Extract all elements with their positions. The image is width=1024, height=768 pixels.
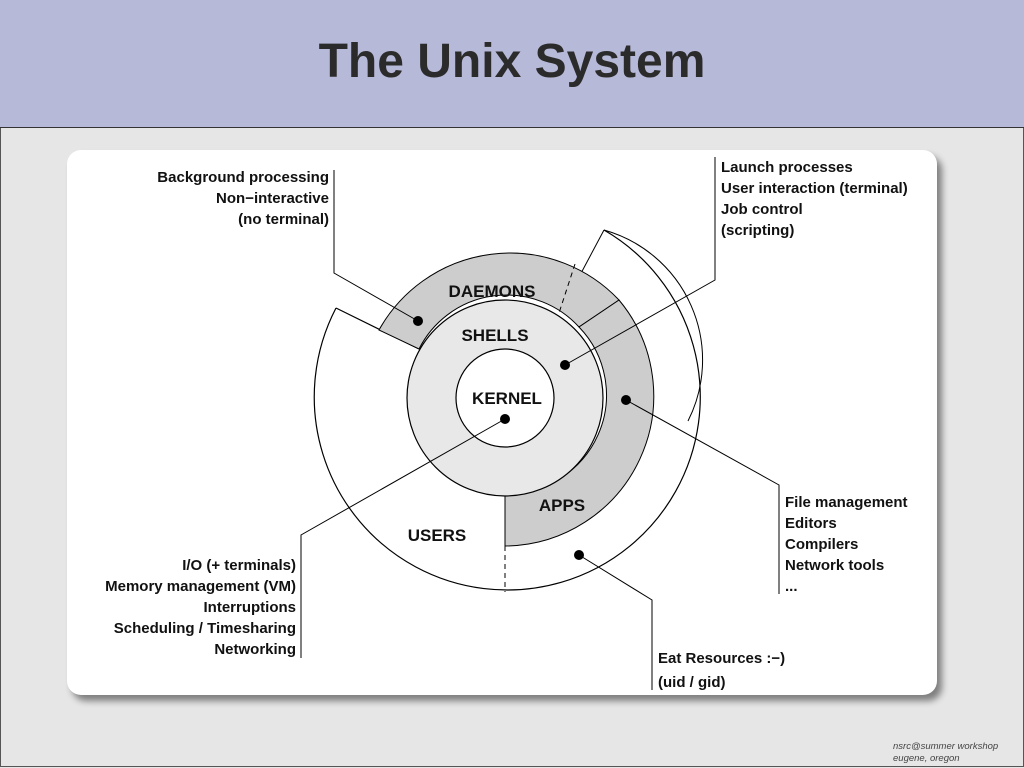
daemons-annotation: Background processing Non−interactive (n… <box>157 169 329 228</box>
daemons-note-line: (no terminal) <box>238 211 329 228</box>
shells-extension-arc <box>603 229 704 422</box>
apps-ring <box>504 299 655 547</box>
shells-annotation: Launch processes User interaction (termi… <box>721 159 908 239</box>
footer-line: eugene, oregon <box>893 753 960 764</box>
slide-header: The Unix System <box>0 0 1024 128</box>
users-annotation: Eat Resources :−) (uid / gid) <box>658 650 785 691</box>
shells-label: SHELLS <box>461 326 528 345</box>
users-label: USERS <box>408 526 467 545</box>
daemons-leader <box>333 170 419 322</box>
kernel-note-line: I/O (+ terminals) <box>182 557 296 574</box>
apps-note-line: Compilers <box>785 536 858 553</box>
slide-title: The Unix System <box>318 35 706 88</box>
kernel-note-line: Networking <box>214 641 296 658</box>
daemons-note-line: Background processing <box>157 169 329 186</box>
apps-label: APPS <box>539 496 585 515</box>
kernel-note-line: Memory management (VM) <box>105 578 296 595</box>
users-note-line: Eat Resources :−) <box>658 650 785 667</box>
kernel-note-line: Scheduling / Timesharing <box>114 620 296 637</box>
apps-note-line: Editors <box>785 515 837 532</box>
apps-note-line: ... <box>785 578 798 595</box>
shells-note-line: (scripting) <box>721 222 794 239</box>
kernel-core <box>455 348 555 448</box>
extension-edge <box>578 229 605 278</box>
apps-leader <box>625 399 780 594</box>
daemons-note-line: Non−interactive <box>216 190 329 207</box>
footer-line: nsrc@summer workshop <box>893 741 999 752</box>
shells-note-line: Job control <box>721 201 803 218</box>
kernel-note-line: Interruptions <box>204 599 297 616</box>
users-leader <box>578 554 653 690</box>
apps-annotation: File management Editors Compilers Networ… <box>785 494 908 595</box>
kernel-leader <box>300 418 506 658</box>
users-note-line: (uid / gid) <box>658 674 725 691</box>
kernel-annotation: I/O (+ terminals) Memory management (VM)… <box>105 557 296 658</box>
shells-note-line: User interaction (terminal) <box>721 180 908 197</box>
slide-footer: nsrc@summer workshop eugene, oregon <box>893 741 998 765</box>
users-ring-outline <box>313 229 701 591</box>
shells-note-line: Launch processes <box>721 159 853 176</box>
apps-note-line: Network tools <box>785 557 884 574</box>
apps-note-line: File management <box>785 494 908 511</box>
kernel-label: KERNEL <box>472 389 542 408</box>
shells-leader <box>564 157 716 366</box>
daemons-label: DAEMONS <box>449 282 536 301</box>
